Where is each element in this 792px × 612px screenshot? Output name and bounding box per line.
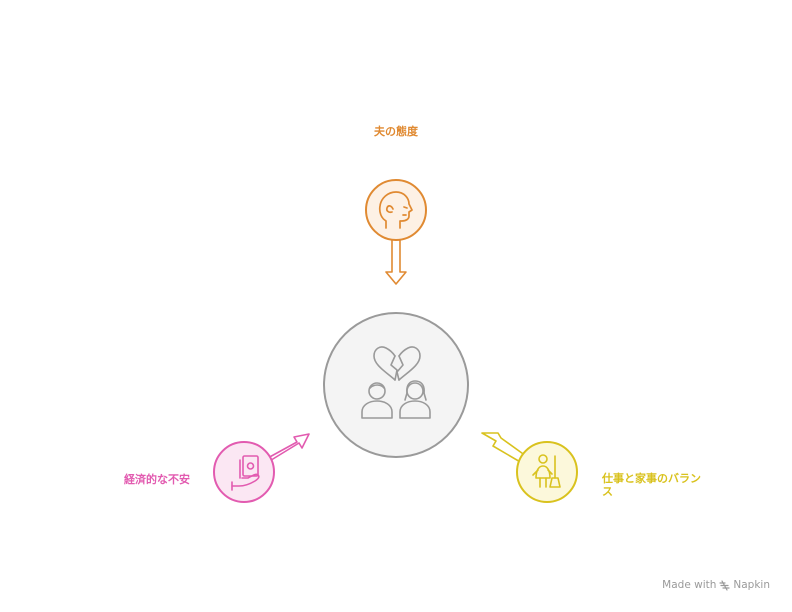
credit-made-with: Made with: [662, 579, 717, 591]
right-node: [481, 432, 578, 503]
left-arrow: [265, 433, 310, 463]
broken-heart-couple-icon: [361, 346, 431, 419]
label-left: 経済的な不安: [124, 473, 190, 486]
label-right: 仕事と家事のバランス: [602, 472, 701, 498]
label-top: 夫の態度: [374, 125, 418, 138]
top-node: [365, 179, 427, 285]
face-profile-icon: [378, 191, 413, 229]
napkin-logo-icon: [719, 579, 730, 591]
left-node: [213, 433, 310, 503]
housework-person-icon: [532, 454, 561, 488]
top-arrow: [385, 236, 407, 285]
napkin-credit[interactable]: Made with Napkin: [640, 578, 770, 592]
credit-brand: Napkin: [733, 579, 770, 591]
money-hand-icon: [231, 455, 260, 491]
center-node: [323, 312, 469, 458]
right-arrow: [481, 432, 527, 464]
